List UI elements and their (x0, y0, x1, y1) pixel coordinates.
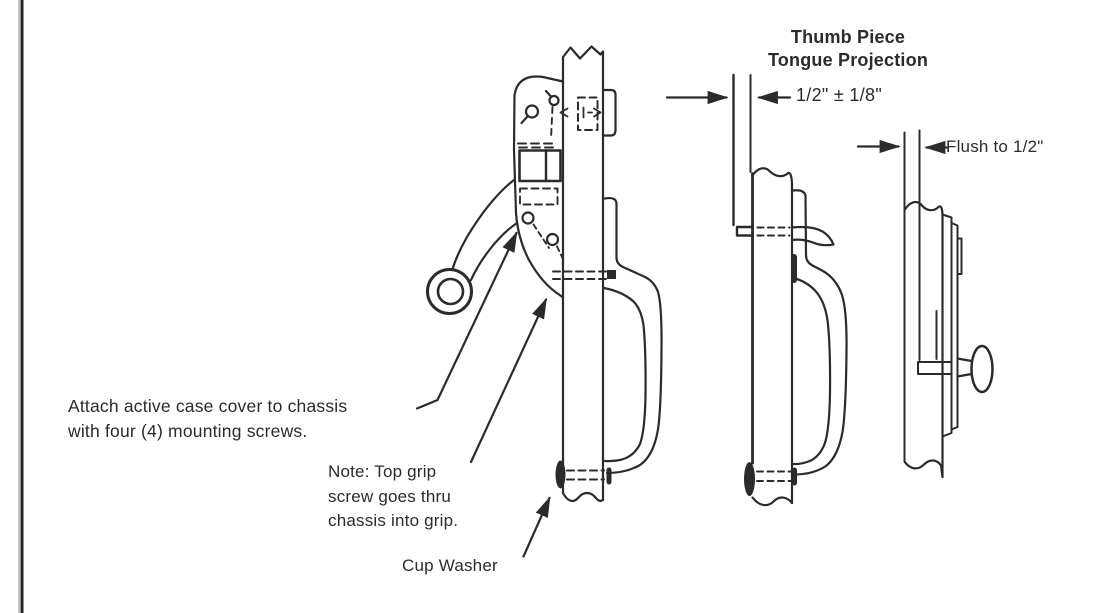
thumb-piece-lever (790, 225, 835, 247)
top-grip-screw-note-line3: chassis into grip. (328, 511, 459, 530)
leader-arrow-cup-washer (522, 496, 551, 558)
edge-view-drawing (665, 73, 848, 507)
cup-washer-label: Cup Washer (402, 556, 498, 575)
trim-plate-outer (950, 222, 959, 431)
door-edge-bar (561, 45, 605, 502)
side-view-drawing (856, 129, 994, 479)
top-grip-screw (552, 270, 616, 280)
thumb-piece-tongue (735, 225, 754, 237)
mounting-screws-note: Attach active case cover to chassis with… (68, 394, 347, 444)
thumbturn-knob (956, 344, 994, 394)
tongue-projection-dimension-label: 1/2" ± 1/8" (796, 85, 883, 105)
case-window (518, 149, 562, 183)
top-grip-screw-note-line2: screw goes thru (328, 486, 451, 506)
edge-view-cup-washer (744, 462, 797, 496)
case-cover-outline (512, 75, 565, 299)
edge-view-grip (790, 189, 848, 476)
mounting-screws-note-line2: with four (4) mounting screws. (68, 421, 308, 441)
flush-projection-dimension-label: Flush to 1/2" (946, 137, 1044, 156)
upper-mounting-screws (520, 89, 560, 140)
top-grip-screw-note: Note: Top grip screw goes thru chassis i… (328, 460, 458, 534)
figure-title: Thumb Piece Tongue Projection (737, 26, 959, 72)
cup-washer (555, 460, 612, 489)
leader-arrow-top-grip-screw (469, 297, 548, 464)
figure-title-line1: Thumb Piece (790, 27, 906, 47)
figure-title-line2: Tongue Projection (767, 50, 929, 70)
latch-front (601, 88, 617, 137)
main-assembly-drawing (415, 45, 663, 558)
grip-handle (602, 196, 663, 475)
lower-mounting-screws (521, 211, 564, 260)
trim-bracket (956, 237, 963, 275)
top-grip-screw-note-line1: Note: Top grip (328, 462, 437, 481)
page-border-line (18, 0, 24, 613)
thumb-lever-handle (426, 178, 519, 315)
leader-arrow-mounting-screws (415, 231, 518, 410)
door-edge-bottom-break (561, 491, 605, 503)
mounting-screws-note-line1: Attach active case cover to chassis (68, 396, 348, 416)
latch-bolt-hidden (559, 96, 602, 131)
spindle-bar (917, 361, 953, 375)
trim-plate-inner (941, 213, 953, 438)
